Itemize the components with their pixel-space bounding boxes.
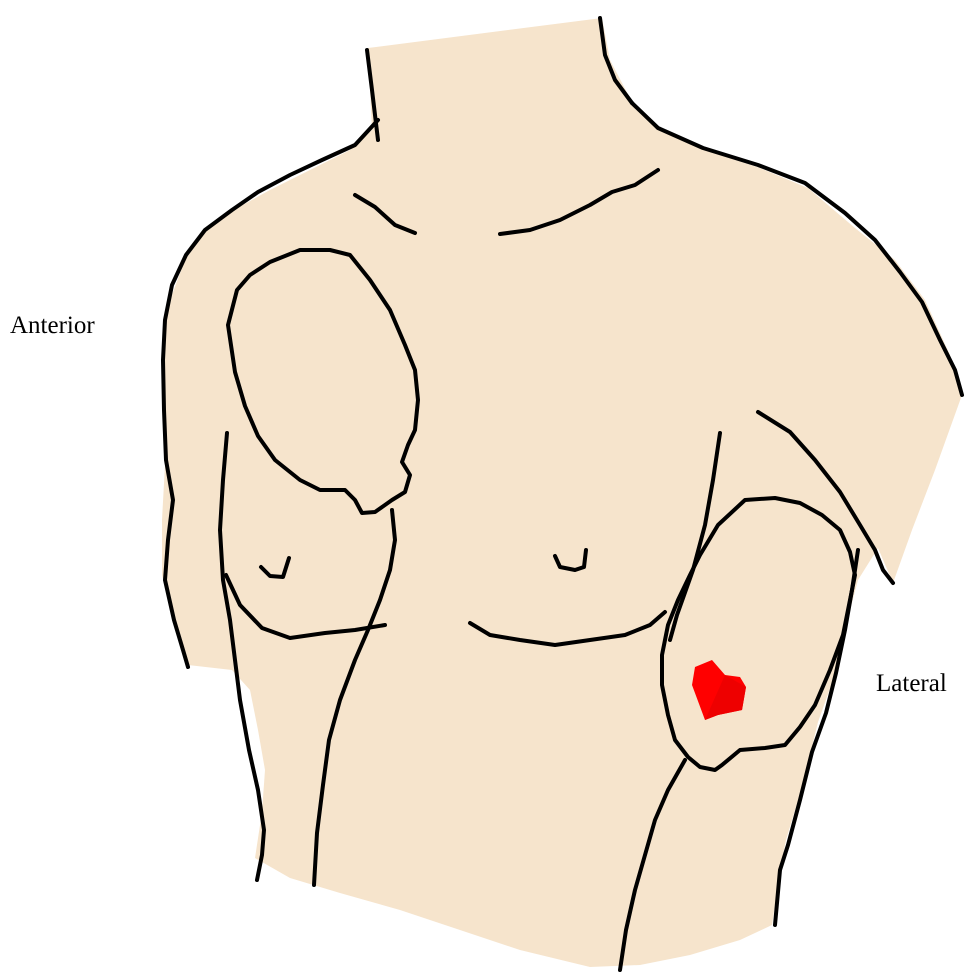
lateral-label: Lateral: [876, 670, 947, 698]
anterior-label: Anterior: [10, 312, 95, 340]
